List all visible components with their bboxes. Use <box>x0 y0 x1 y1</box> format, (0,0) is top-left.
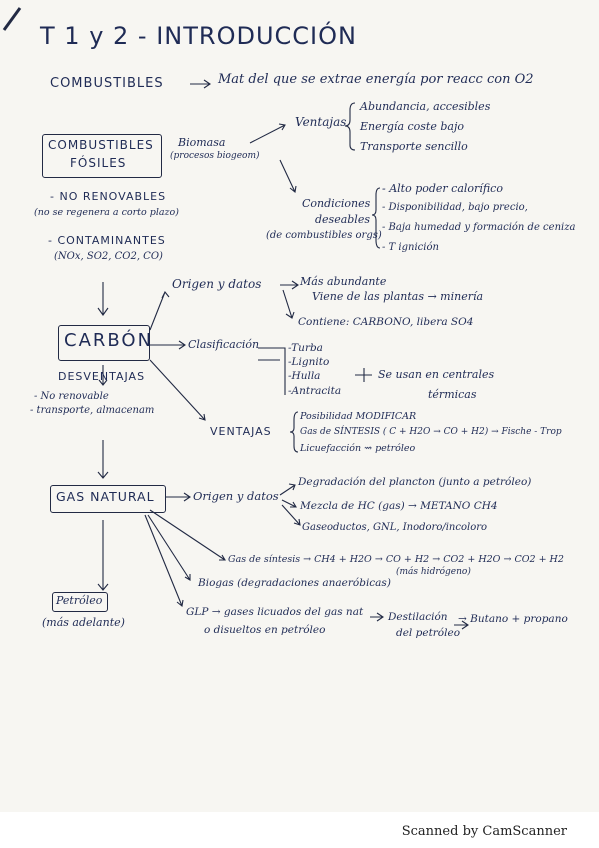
clasificacion-4: -Antracita <box>288 385 342 397</box>
carbon-origen-2: Viene de las plantas → minería <box>312 290 484 303</box>
clasificacion-2: -Lignito <box>288 356 330 368</box>
petroleo-note: (más adelante) <box>42 616 125 629</box>
clasificacion-3: -Hulla <box>288 370 321 382</box>
fosiles-ventaja-3: Transporte sencillo <box>360 140 468 153</box>
gas-sintesis: Gas de síntesis → CH4 + H2O → CO + H2 → … <box>228 554 564 565</box>
gas-origen-3: Gaseoductos, GNL, Inodoro/incoloro <box>302 522 488 533</box>
condiciones-label-3: (de combustibles orgs) <box>266 230 382 241</box>
condiciones-label-1: Condiciones <box>302 197 371 210</box>
desventaja-2: - transporte, almacenam <box>30 405 155 416</box>
gas-natural-box <box>50 485 166 513</box>
carbon-desventajas-label: DESVENTAJAS <box>58 370 146 383</box>
condicion-4: - T ignición <box>382 242 439 253</box>
no-renovables-note: (no se regenera a corto plazo) <box>34 207 179 218</box>
carbon-origen-1: Más abundante <box>300 275 387 288</box>
destilacion-2: del petróleo <box>396 627 461 639</box>
scanner-watermark: Scanned by CamScanner <box>401 824 567 839</box>
contaminantes-note: (NOx, SO2, CO2, CO) <box>54 251 163 262</box>
condicion-2: - Disponibilidad, bajo precio, <box>382 202 528 213</box>
biomasa-label: Biomasa <box>178 136 226 149</box>
petroleo-label: Petróleo <box>56 594 103 607</box>
scan-footer-strip <box>0 812 599 848</box>
petroleo-box <box>52 592 108 612</box>
carbon-box <box>58 325 150 361</box>
contaminantes: - CONTAMINANTES <box>48 234 166 247</box>
gas-glp-2: o disueltos en petróleo <box>204 624 326 636</box>
carbon-origen-label: Origen y datos <box>172 277 262 291</box>
fosiles-ventajas-label: Ventajas <box>295 115 347 129</box>
combustibles-fosiles-box <box>42 134 162 178</box>
fosiles-label-1: COMBUSTIBLES <box>48 138 154 152</box>
gas-biogas: Biogas (degradaciones anaeróbicas) <box>198 577 391 589</box>
fosiles-ventaja-1: Abundancia, accesibles <box>360 100 491 113</box>
no-renovables: - NO RENOVABLES <box>50 190 167 203</box>
gas-origen-1: Degradación del plancton (junto a petról… <box>298 476 532 488</box>
carbon-ventajas-label: VENTAJAS <box>210 425 272 438</box>
page-title: T 1 y 2 - INTRODUCCIÓN <box>40 22 357 50</box>
condicion-1: - Alto poder calorífico <box>382 182 503 195</box>
gas-sintesis-note: (más hidrógeno) <box>396 567 471 577</box>
combustibles-label: COMBUSTIBLES <box>50 76 164 91</box>
biomasa-note: (procesos biogeom) <box>170 151 260 161</box>
gas-origen-2: Mezcla de HC (gas) → METANO CH4 <box>300 500 498 512</box>
fosiles-ventaja-2: Energía coste bajo <box>360 120 464 133</box>
condicion-3: - Baja humedad y formación de ceniza <box>382 222 576 233</box>
carbon-ventaja-1: Posibilidad MODIFICAR <box>300 411 417 422</box>
destilacion-1: Destilación <box>388 611 448 623</box>
carbon-label: CARBÓN <box>64 330 154 351</box>
combustibles-definition: Mat del que se extrae energía por reacc … <box>218 72 534 87</box>
condiciones-label-2: deseables <box>315 213 370 226</box>
carbon-ventaja-3: Licuefacción ⇝ petróleo <box>300 443 416 454</box>
carbon-clasificacion-label: Clasificación <box>188 338 260 351</box>
clasificacion-note-1: Se usan en centrales <box>378 368 495 381</box>
clasificacion-1: -Turba <box>288 342 323 354</box>
gas-natural-label: GAS NATURAL <box>56 489 155 504</box>
clasificacion-note-2: térmicas <box>428 388 477 401</box>
butano-propano: → Butano + propano <box>458 613 568 625</box>
fosiles-label-2: FÓSILES <box>70 156 127 170</box>
gas-origen-label: Origen y datos <box>193 489 279 503</box>
carbon-origen-3: Contiene: CARBONO, libera SO4 <box>298 316 474 328</box>
gas-glp-1: GLP → gases licuados del gas nat <box>186 606 364 618</box>
desventaja-1: - No renovable <box>34 391 109 402</box>
carbon-ventaja-2: Gas de SÍNTESIS ( C + H2O → CO + H2) → F… <box>300 427 562 437</box>
